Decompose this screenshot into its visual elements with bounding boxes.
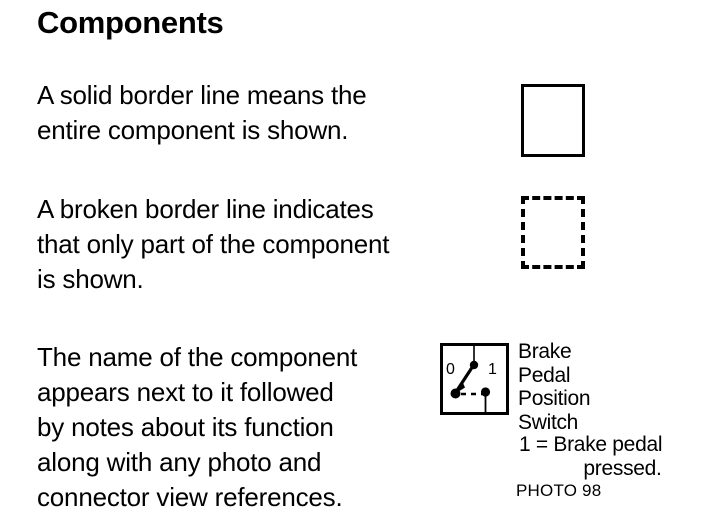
paragraph-solid-border: A solid border line means the entire com…	[37, 80, 367, 145]
broken-border-example-box	[521, 196, 585, 269]
switch-schematic-icon	[450, 346, 491, 412]
switch-note: 1 = Brake pedal pressed.	[519, 433, 704, 481]
switch-terminal-label-1: 1	[488, 361, 497, 378]
solid-border-example-box	[521, 84, 585, 157]
switch-caption: Brake Pedal Position Switch	[518, 340, 591, 434]
paragraph-broken-border: A broken border line indicates that only…	[37, 194, 390, 294]
photo-reference: PHOTO 98	[516, 481, 602, 500]
page-title: Components	[37, 5, 224, 40]
brake-pedal-position-switch-symbol: 0 1	[440, 343, 509, 415]
switch-note-line-2: pressed.	[583, 457, 662, 480]
paragraph-component-name: The name of the component appears next t…	[37, 342, 358, 512]
switch-terminal-label-0: 0	[446, 361, 455, 378]
switch-note-line-1: 1 = Brake pedal	[519, 433, 663, 456]
